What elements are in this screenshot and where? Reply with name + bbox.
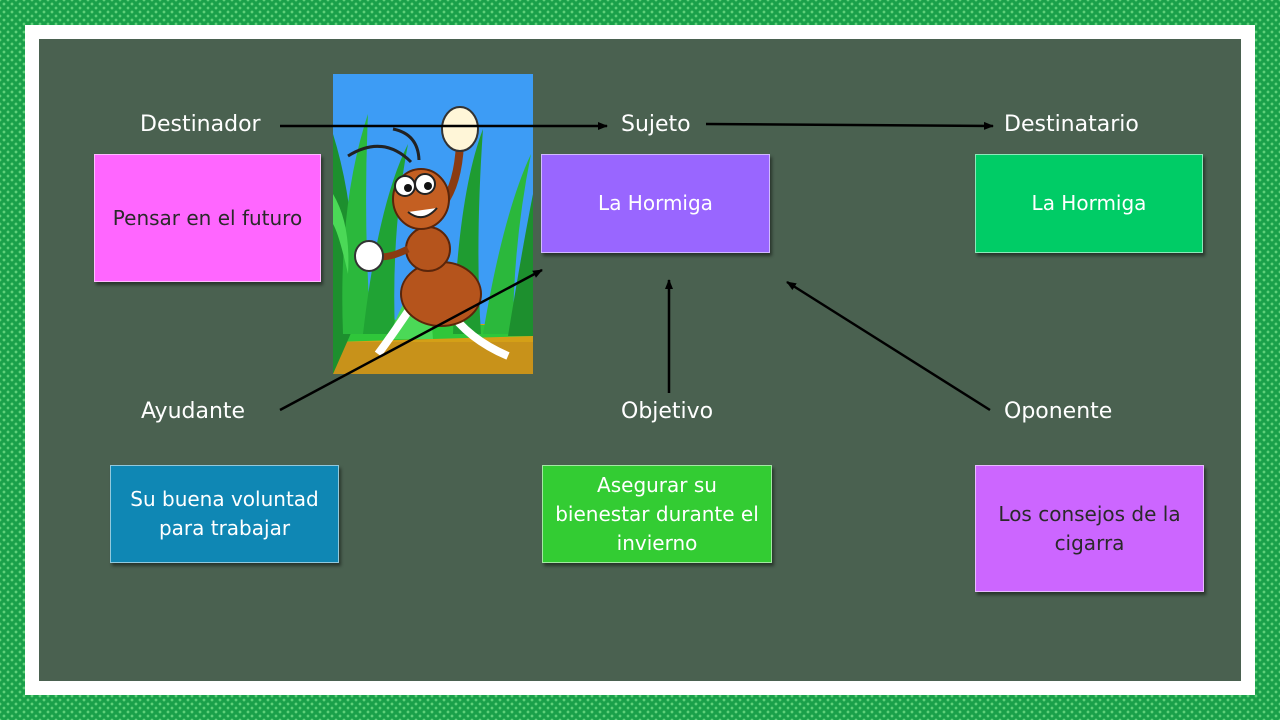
role-objetivo: Objetivo — [621, 399, 714, 424]
role-sujeto: Sujeto — [621, 112, 691, 137]
box-objetivo: Asegurar su bienestar durante el inviern… — [542, 465, 772, 563]
ant-cartoon-icon — [333, 74, 533, 374]
box-sujeto: La Hormiga — [541, 154, 770, 253]
role-ayudante: Ayudante — [141, 399, 246, 424]
box-oponente: Los consejos de la cigarra — [975, 465, 1204, 592]
role-oponente: Oponente — [1004, 399, 1113, 424]
box-destinador: Pensar en el futuro — [94, 154, 321, 282]
role-destinatario: Destinatario — [1004, 112, 1139, 137]
box-destinatario: La Hormiga — [975, 154, 1203, 253]
box-ayudante: Su buena voluntad para trabajar — [110, 465, 339, 563]
role-destinador: Destinador — [140, 112, 261, 137]
